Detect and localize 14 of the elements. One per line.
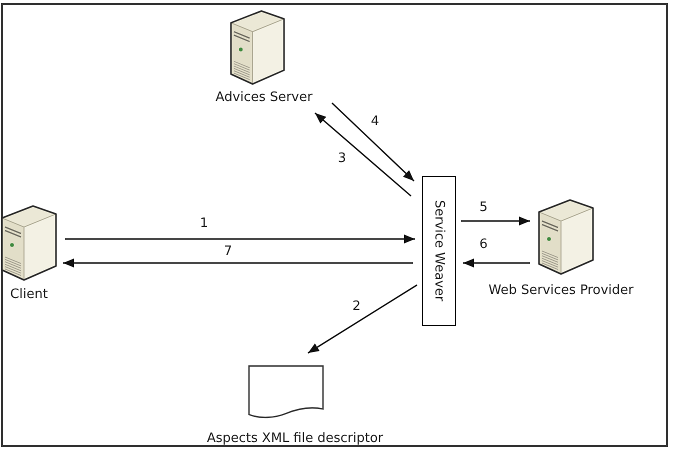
node-label: Service Weaver bbox=[432, 200, 446, 302]
arrow bbox=[463, 258, 530, 268]
arrow bbox=[308, 284, 418, 354]
node-label: Client bbox=[10, 287, 48, 302]
arrow bbox=[314, 112, 412, 197]
arrow bbox=[65, 234, 415, 244]
arrow bbox=[461, 216, 530, 226]
node-label: Web Services Provider bbox=[488, 283, 634, 298]
process-box bbox=[422, 176, 456, 326]
edge-label: 3 bbox=[336, 152, 348, 166]
arrow bbox=[63, 258, 413, 268]
node-label: Advices Server bbox=[216, 90, 312, 105]
node-label: Aspects XML file descriptor bbox=[206, 431, 384, 446]
arrow bbox=[332, 102, 414, 182]
